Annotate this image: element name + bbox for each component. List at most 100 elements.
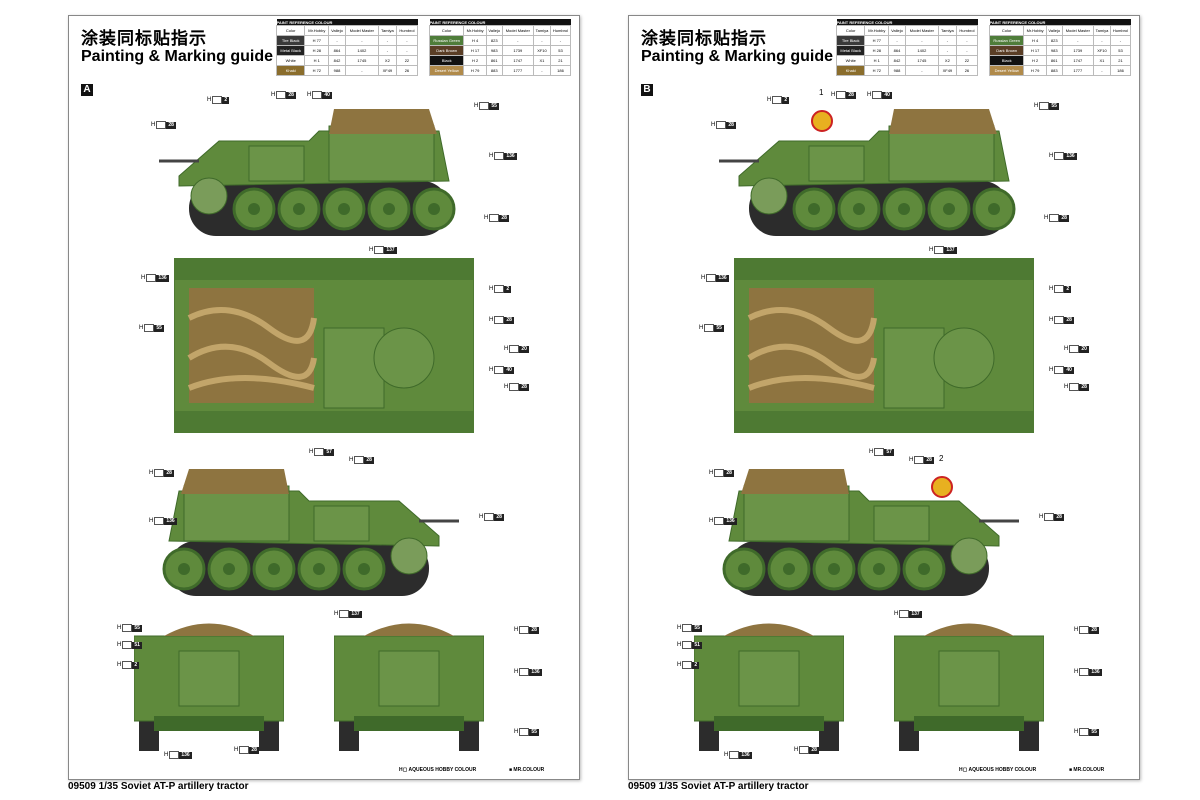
column-header: Model Master: [501, 25, 534, 36]
column-header: Humbrol: [549, 25, 572, 36]
table-cell: -: [955, 35, 979, 46]
column-header: Tamiya: [377, 25, 397, 36]
table-cell: -: [888, 35, 906, 46]
table-cell: 823: [485, 35, 503, 46]
table-cell: 983: [1045, 45, 1063, 56]
column-header: Tamiya: [1092, 25, 1111, 36]
table-cell: -: [1061, 35, 1094, 46]
table-header: PAINT REFERENCE COLOUR: [989, 19, 1131, 26]
table-cell: 1747: [501, 55, 534, 66]
table-cell: -: [395, 45, 419, 56]
table-cell: H 17: [1023, 45, 1047, 56]
table-cell: XF10: [1092, 45, 1111, 56]
legend-aqueous: H▢ AQUEOUS HOBBY COLOUR: [959, 767, 1037, 773]
table-cell: -: [1109, 35, 1132, 46]
title-chinese: 涂装同标贴指示: [81, 29, 207, 48]
page-a: 涂装同标贴指示 Painting & Marking guide A PAINT…: [68, 15, 580, 780]
table-cell: 883: [1045, 65, 1063, 76]
table-cell: 53: [549, 45, 572, 56]
column-header: Humbrol: [955, 25, 979, 36]
color-swatch: Khaki: [835, 65, 866, 76]
column-header: Vallejo: [888, 25, 906, 36]
table-cell: 1747: [1061, 55, 1094, 66]
table-cell: H 72: [304, 65, 330, 76]
table-cell: 988: [888, 65, 906, 76]
color-swatch: Dark Brown: [428, 45, 465, 56]
table-cell: 842: [328, 55, 346, 66]
table-cell: 1739: [501, 45, 534, 56]
table-cell: -: [532, 35, 551, 46]
table-cell: 1777: [501, 65, 534, 76]
table-cell: 53: [1109, 45, 1132, 56]
table-cell: XF49: [937, 65, 957, 76]
table-cell: H 77: [304, 35, 330, 46]
color-swatch: Black: [428, 55, 465, 66]
title-chinese: 涂装同标贴指示: [641, 29, 767, 48]
table-cell: H 4: [1023, 35, 1047, 46]
rear-view: [894, 623, 1044, 751]
table-cell: X1: [532, 55, 551, 66]
table-cell: -: [344, 65, 379, 76]
color-swatch: Desert Yellow: [428, 65, 465, 76]
table-cell: H 17: [463, 45, 487, 56]
table-cell: -: [904, 35, 939, 46]
column-header: Model Master: [904, 25, 939, 36]
color-swatch: Desert Yellow: [988, 65, 1025, 76]
table-cell: -: [1092, 35, 1111, 46]
column-header: Color: [835, 25, 866, 36]
table-cell: -: [937, 45, 957, 56]
table-cell: -: [532, 65, 551, 76]
column-header: Color: [275, 25, 306, 36]
left-side-view: [719, 109, 1016, 236]
column-header: Humbrol: [395, 25, 419, 36]
color-swatch: Black: [988, 55, 1025, 66]
table-cell: -: [377, 45, 397, 56]
table-cell: H 1: [304, 55, 330, 66]
table-cell: H 28: [864, 45, 890, 56]
table-cell: H 2: [463, 55, 487, 66]
column-header: Mr.Hobby: [864, 25, 890, 36]
color-swatch: Tire Black: [835, 35, 866, 46]
color-swatch: Dark Brown: [988, 45, 1025, 56]
color-swatch: White: [275, 55, 306, 66]
marking-number: 2: [939, 454, 944, 463]
table-cell: 1402: [344, 45, 379, 56]
table-cell: 861: [1045, 55, 1063, 66]
table-cell: XF10: [532, 45, 551, 56]
table-cell: 186: [1109, 65, 1132, 76]
front-view: [134, 623, 284, 751]
